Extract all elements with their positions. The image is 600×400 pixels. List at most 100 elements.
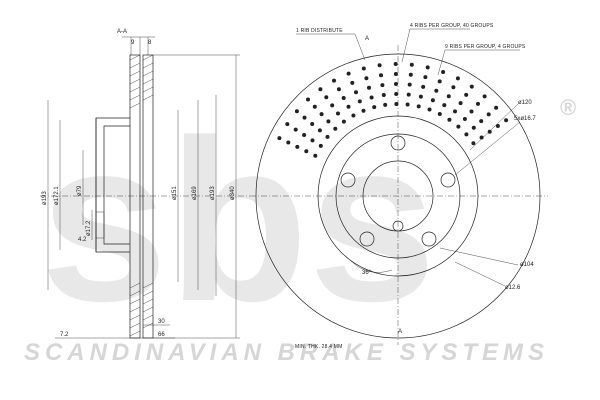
drilled-hole bbox=[393, 72, 398, 76]
drilled-hole bbox=[495, 124, 500, 128]
drilled-hole bbox=[336, 111, 340, 116]
drilled-hole bbox=[393, 62, 398, 66]
drilled-hole bbox=[312, 104, 317, 109]
drilled-hole bbox=[464, 92, 469, 97]
dim-d169: ø169 bbox=[192, 186, 198, 200]
bolt-hole bbox=[421, 231, 437, 247]
drilled-hole bbox=[379, 73, 383, 78]
drilled-hole bbox=[447, 117, 452, 122]
section-mark-top: A bbox=[365, 36, 369, 42]
drilled-hole bbox=[479, 119, 484, 124]
drilled-hole bbox=[434, 88, 439, 93]
drilled-hole bbox=[350, 80, 355, 85]
dim-d193-right: ø193 bbox=[210, 186, 216, 200]
drilled-hole bbox=[394, 102, 399, 106]
drilled-hole bbox=[469, 109, 474, 114]
drilled-hole bbox=[351, 113, 356, 118]
drilled-hole bbox=[319, 112, 324, 117]
drilled-hole bbox=[476, 101, 480, 106]
bolt-holes bbox=[340, 135, 456, 247]
drilled-hole bbox=[346, 71, 351, 76]
drilled-hole bbox=[367, 85, 371, 90]
dim-d151: ø151 bbox=[172, 186, 178, 200]
drilled-hole bbox=[326, 119, 331, 124]
drilled-hole bbox=[451, 85, 456, 90]
drilled-hole bbox=[318, 87, 323, 92]
drilled-hole bbox=[427, 107, 432, 112]
drilled-hole bbox=[332, 78, 336, 83]
drilled-hole bbox=[383, 102, 388, 107]
drilled-hole bbox=[310, 122, 315, 126]
drilled-hole bbox=[277, 136, 282, 141]
watermark-registered: ® bbox=[560, 95, 576, 120]
drilled-hole bbox=[295, 144, 300, 149]
drilled-hole bbox=[418, 94, 423, 99]
drilled-hole bbox=[310, 138, 315, 143]
drilled-hole bbox=[336, 87, 341, 92]
drilled-hole bbox=[437, 112, 442, 116]
drilled-hole bbox=[442, 103, 447, 108]
section-hatching bbox=[129, 54, 154, 337]
front-view: 1 RIB DISTRIBUTE 4 RIBS PER GROUP, 40 GR… bbox=[250, 23, 548, 350]
note-min-thk: MIN. THK. 28.4 MM bbox=[295, 344, 342, 350]
note-ribs-40: 4 RIBS PER GROUP, 40 GROUPS bbox=[410, 23, 494, 29]
drilled-hole bbox=[407, 82, 412, 87]
drilled-hole bbox=[364, 76, 369, 81]
drilled-hole bbox=[446, 94, 451, 99]
drilled-hole bbox=[405, 102, 410, 107]
drilled-hole bbox=[437, 79, 442, 84]
section-mark-bottom: A bbox=[398, 329, 402, 335]
drilled-hole bbox=[330, 103, 335, 108]
section-view: A-A 9 8 bbox=[40, 29, 250, 339]
dim-4-2: 4.2 bbox=[78, 237, 87, 243]
locating-hole bbox=[392, 220, 404, 232]
note-ribs-4: 9 RIBS PER GROUP, 4 GROUPS bbox=[445, 44, 526, 50]
drilled-hole bbox=[377, 63, 382, 68]
sbs-watermark: sbs ® SCANDINAVIAN BRAKE SYSTEMS bbox=[24, 92, 576, 366]
drilled-hole bbox=[453, 109, 457, 114]
drilled-hole bbox=[486, 112, 491, 117]
drilled-hole bbox=[416, 104, 421, 109]
drilled-hole bbox=[394, 82, 398, 86]
drilled-hole bbox=[458, 101, 463, 106]
drilled-hole bbox=[354, 90, 358, 95]
bolt-hole-section bbox=[95, 211, 105, 239]
drilled-hole bbox=[471, 125, 476, 130]
drilled-hole bbox=[325, 134, 330, 139]
drilled-hole bbox=[381, 93, 386, 97]
drilled-hole bbox=[462, 117, 467, 121]
drilled-hole bbox=[324, 95, 329, 100]
dim-d120: ø120 bbox=[518, 100, 532, 106]
dim-angle: 36° bbox=[362, 270, 372, 276]
dim-bottom-7-2: 7.2 bbox=[60, 332, 69, 338]
drilled-hole bbox=[313, 153, 318, 158]
drilled-hole bbox=[317, 128, 322, 133]
drilled-hole bbox=[504, 118, 509, 123]
dim-top-8: 8 bbox=[148, 40, 152, 46]
drilled-hole bbox=[357, 99, 362, 104]
drilled-hole bbox=[306, 97, 310, 102]
dim-bottom-66: 66 bbox=[158, 332, 165, 338]
drilled-hole bbox=[302, 133, 307, 137]
drilled-hole bbox=[333, 126, 338, 131]
drilled-hole bbox=[456, 124, 461, 129]
drilled-hole bbox=[409, 62, 414, 67]
dim-top-9: 9 bbox=[131, 40, 135, 46]
drilled-hole bbox=[487, 129, 492, 134]
bolt-hole bbox=[440, 172, 456, 188]
drilled-hole bbox=[479, 135, 484, 140]
drilled-hole bbox=[394, 92, 399, 96]
drilled-hole bbox=[430, 98, 435, 103]
drilled-hole bbox=[341, 119, 346, 124]
drilled-hole bbox=[294, 109, 299, 114]
drilled-hole bbox=[421, 84, 426, 89]
drilled-hole bbox=[464, 132, 469, 137]
drilled-hole bbox=[302, 115, 307, 120]
dim-d79: ø79 bbox=[77, 185, 83, 196]
section-label: A-A bbox=[117, 29, 127, 35]
drilled-hole bbox=[441, 70, 446, 74]
drilled-hole bbox=[408, 72, 413, 77]
drilled-hole bbox=[285, 122, 290, 127]
drilled-hole bbox=[361, 108, 366, 113]
